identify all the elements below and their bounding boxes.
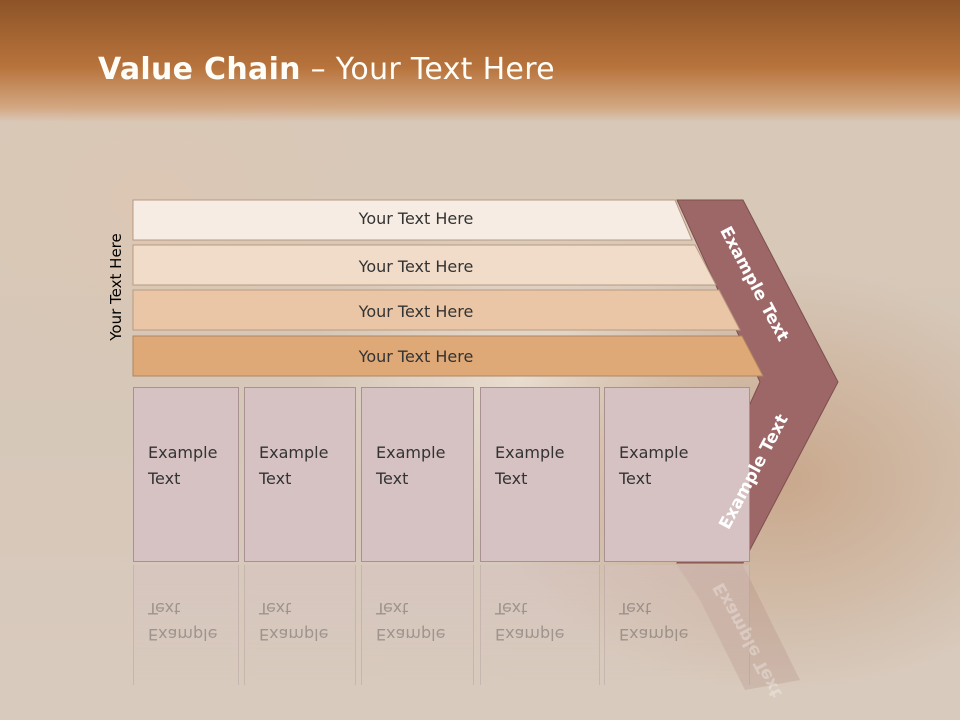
bar-shape-1 [132, 199, 693, 241]
slide-title: Value Chain – Your Text Here [98, 52, 555, 87]
bar-shape-4 [132, 335, 764, 377]
bar-label-1: Your Text Here [358, 209, 474, 228]
chevron-reflection [677, 565, 800, 690]
chevron-shape [676, 199, 839, 564]
bar-shape-3 [132, 289, 741, 331]
title-rest: – Your Text Here [300, 52, 555, 87]
bar-label-4: Your Text Here [358, 347, 474, 366]
bar-label-2: Your Text Here [358, 257, 474, 276]
title-bold: Value Chain [98, 52, 301, 87]
bar-label-3: Your Text Here [358, 302, 474, 321]
bar-shape-2 [132, 244, 717, 286]
title-band [0, 0, 960, 122]
